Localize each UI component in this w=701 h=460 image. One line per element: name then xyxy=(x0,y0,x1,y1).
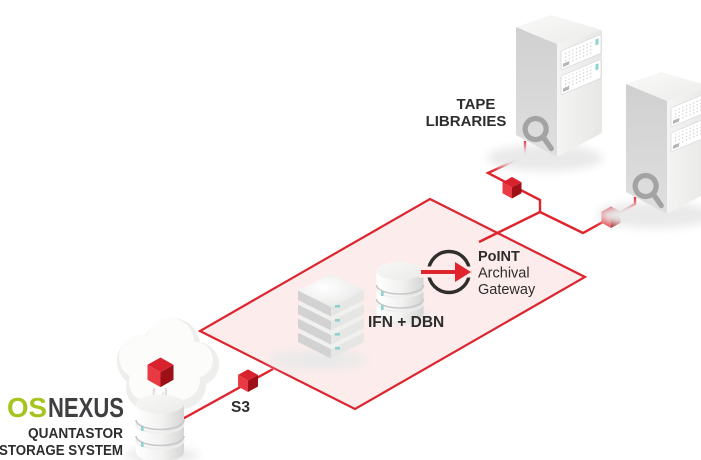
circle-arrow-icon xyxy=(419,249,472,295)
storage-label-line2: STORAGE SYSTEM xyxy=(0,443,123,459)
red-cube-icon-link1 xyxy=(502,176,522,199)
middleware-label: IFN + DBN xyxy=(368,314,444,331)
s3-label: S3 xyxy=(231,399,250,416)
storage-label-line1: QUANTASTOR xyxy=(28,426,123,442)
tape-library-tower-icon-2 xyxy=(597,72,701,228)
tape-libraries-label-line2: LIBRARIES xyxy=(426,113,507,130)
logo-nexus: NEXUS xyxy=(48,392,124,423)
tape-library-tower-icon-1 xyxy=(487,15,603,171)
gateway-label-line2: Archival xyxy=(478,266,530,282)
database-cylinder-icon xyxy=(372,262,432,323)
tape-libraries-label-line1: TAPE xyxy=(457,96,496,113)
gateway-label-line1: PoINT xyxy=(478,249,520,265)
red-cube-icon-s3 xyxy=(238,369,258,393)
osnexus-logo: OS NEXUS xyxy=(7,392,124,423)
gateway-label-line3: Gateway xyxy=(478,282,536,298)
disk-stack-icon xyxy=(124,394,200,460)
server-stack-icon xyxy=(270,274,366,369)
logo-os: OS xyxy=(7,392,47,423)
